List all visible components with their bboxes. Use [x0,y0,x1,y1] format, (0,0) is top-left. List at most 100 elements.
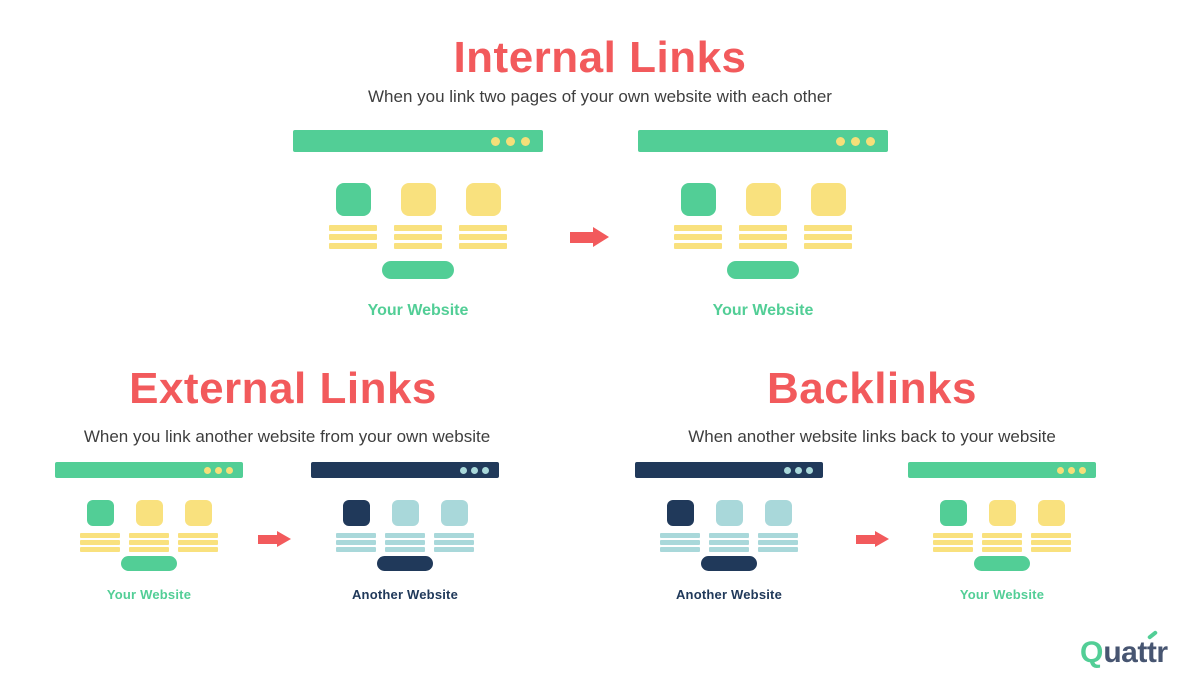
logo-q-letter: Q [1080,636,1104,669]
text-line [129,547,169,552]
text-line [394,225,442,231]
browser-top-bar [638,130,888,152]
text-line [80,540,120,545]
arrow-right-icon [856,531,889,547]
window-dot-icon [506,136,515,146]
text-line [80,547,120,552]
arrow-shaft [856,534,875,544]
browser-top-bar [311,462,499,478]
button-pill [701,556,757,571]
content-column [982,500,1022,552]
content-column [129,500,169,552]
text-line [933,547,973,552]
window-dot-icon [1079,466,1086,474]
text-line [982,540,1022,545]
text-line [758,547,798,552]
page-content-blocks [329,183,507,249]
text-line [709,533,749,538]
content-card [335,183,371,216]
content-column [394,183,442,249]
text-line [982,533,1022,538]
content-column [459,183,507,249]
site-label: Your Website [712,302,814,319]
text-line [80,533,120,538]
button-pill [121,556,177,571]
text-line [178,533,218,538]
content-column [674,183,722,249]
text-line [804,225,852,231]
site-label: Your Website [367,302,469,319]
text-line [660,547,700,552]
page-content-blocks [674,183,852,249]
window-dot-icon [215,466,222,474]
window-dot-icon [1057,466,1064,474]
section-subtitle-backlinks: When another website links back to your … [688,427,1056,446]
page-content-blocks [933,500,1071,552]
text-line [434,547,474,552]
logo-rest-text: uattr [1103,636,1168,669]
text-line [394,243,442,249]
window-dot-icon [226,466,233,474]
content-column [758,500,798,552]
content-card [715,500,743,526]
browser-mockup-external-left: Your Website [55,462,243,602]
text-line [674,225,722,231]
text-line [709,540,749,545]
button-pill [377,556,433,571]
text-line [129,533,169,538]
page-content-blocks [80,500,218,552]
content-column [739,183,787,249]
text-line [394,234,442,240]
text-line [459,225,507,231]
browser-top-bar [908,462,1096,478]
text-line [178,547,218,552]
text-line [129,540,169,545]
content-card [465,183,501,216]
button-pill [727,261,799,279]
window-dot-icon [784,466,791,474]
arrow-right-icon [570,227,609,247]
browser-top-bar [293,130,543,152]
site-label: Another Website [351,587,459,602]
window-dot-icon [204,466,211,474]
content-card [342,500,370,526]
text-line [1031,540,1071,545]
text-line [739,234,787,240]
text-line [434,533,474,538]
arrow-shaft [570,231,593,243]
window-dot-icon [471,466,478,474]
button-pill [382,261,454,279]
content-card [680,183,716,216]
window-dot-icon [1068,466,1075,474]
content-card [764,500,792,526]
arrow-head [875,531,889,547]
text-line [758,540,798,545]
text-line [336,533,376,538]
content-column [1031,500,1071,552]
page-content-blocks [336,500,474,552]
window-dot-icon [460,466,467,474]
text-line [329,243,377,249]
page-content-blocks [660,500,798,552]
text-line [660,533,700,538]
text-line [758,533,798,538]
text-line [385,547,425,552]
text-line [385,540,425,545]
arrow-right-icon [258,531,291,547]
section-subtitle-external-links: When you link another website from your … [83,427,491,446]
section-subtitle-internal-links: When you link two pages of your own webs… [368,87,832,106]
content-card [988,500,1016,526]
content-card [745,183,781,216]
text-line [336,540,376,545]
text-line [329,225,377,231]
browser-mockup-external-right: Another Website [311,462,499,602]
text-line [804,234,852,240]
button-pill [974,556,1030,571]
content-column [178,500,218,552]
window-dot-icon [795,466,802,474]
text-line [434,540,474,545]
content-column [80,500,120,552]
window-dot-icon [866,136,875,146]
site-label: Your Website [106,587,192,602]
